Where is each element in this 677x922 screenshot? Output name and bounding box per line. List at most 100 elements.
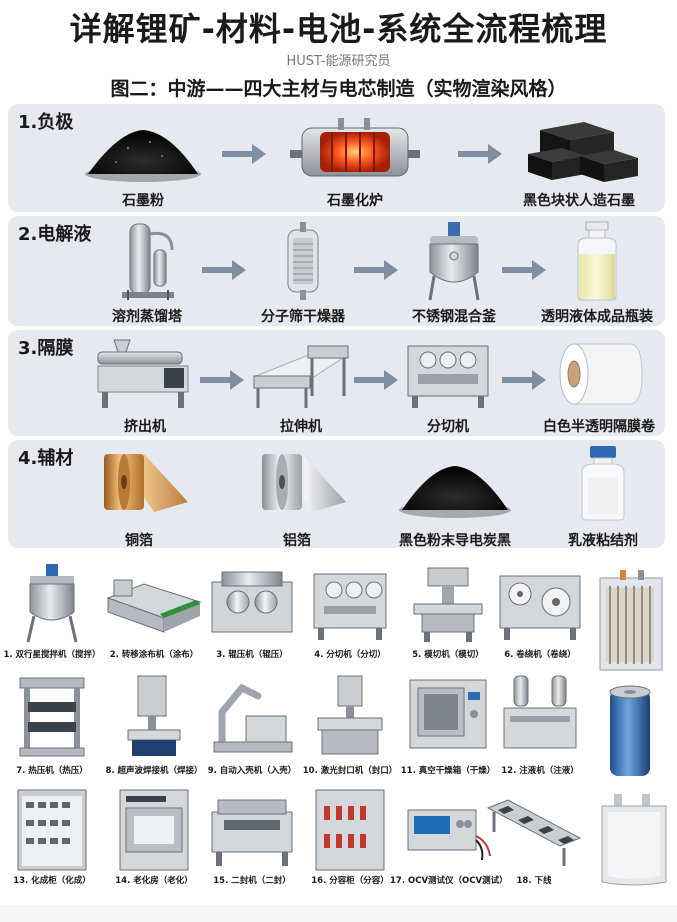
process-label: 11. 真空干燥箱（干燥）	[400, 766, 496, 776]
process-step: 9. 自动入壳机（入壳）	[202, 672, 302, 778]
grading-cabinet-icon	[315, 789, 385, 871]
item-label: 透明液体成品瓶装	[541, 309, 653, 325]
item-aluminum-foil: 铝箔	[242, 448, 352, 549]
carbon-black-icon	[399, 466, 511, 518]
slitter-icon	[313, 573, 387, 640]
arrow-icon	[458, 144, 502, 164]
arrow-icon	[202, 260, 246, 280]
process-step: 3. 辊压机（辊压）	[202, 562, 302, 664]
process-label: 4. 分切机（分切）	[314, 650, 386, 660]
process-label: 17. OCV测试仪（OCV测试）	[390, 876, 508, 886]
bottom-strip	[0, 905, 677, 922]
vacuum-oven-icon	[409, 679, 487, 749]
arrow-icon	[222, 144, 266, 164]
item-label: 拉伸机	[280, 419, 322, 435]
process-label: 12. 注液机（注液）	[501, 766, 579, 776]
slitting-machine-icon	[407, 345, 489, 408]
casing-machine-icon	[213, 683, 293, 753]
graphitization-furnace-icon	[290, 118, 420, 177]
die-cutter-icon	[413, 567, 483, 642]
pouch-cell	[594, 790, 674, 890]
author-subtitle: HUST-能源研究员	[286, 54, 391, 69]
process-label: 2. 转移涂布机（涂布）	[109, 650, 199, 660]
electrolyte-filler-icon	[503, 675, 577, 749]
molecular-sieve-dryer-icon	[287, 222, 319, 300]
process-step: 12. 注液机（注液）	[490, 672, 590, 778]
formation-cabinet-icon	[17, 789, 87, 871]
process-step: 18. 下线	[484, 786, 584, 892]
process-step: 4. 分切机（分切）	[300, 562, 400, 664]
arrow-icon	[200, 370, 244, 390]
process-step: 2. 转移涂布机（涂布）	[104, 562, 204, 664]
item-separator-roll: 白色半透明隔膜卷	[538, 336, 660, 435]
process-label: 1. 双行星搅拌机（搅拌）	[3, 650, 101, 660]
section-anode: 1.负极 石墨粉 石墨化炉	[8, 104, 665, 212]
process-label: 7. 热压机（热压）	[16, 766, 88, 776]
separator-roll-icon	[559, 343, 643, 405]
process-step: 16. 分容柜（分容）	[300, 786, 400, 892]
process-step: 7. 热压机（热压）	[2, 672, 102, 778]
prismatic-cell-icon	[599, 570, 663, 671]
liquid-bottle-icon	[577, 221, 617, 301]
item-graphite-powder: 石墨粉	[78, 114, 208, 210]
section-electrolyte: 2.电解液 溶剂蒸馏塔 分子筛干燥器 不锈钢	[8, 216, 665, 326]
item-copper-foil: 铜箔	[84, 448, 194, 549]
item-label: 挤出机	[124, 419, 166, 435]
artificial-graphite-blocks-icon	[528, 122, 638, 182]
section-title: 4.辅材	[18, 448, 74, 469]
item-label: 黑色块状人造石墨	[523, 193, 635, 209]
process-label: 15. 二封机（二封）	[213, 876, 291, 886]
section-title: 1.负极	[18, 112, 74, 133]
process-label: 9. 自动入壳机（入壳）	[207, 766, 297, 776]
process-step: 6. 卷绕机（卷绕）	[490, 562, 590, 664]
pouch-cell-icon	[601, 794, 667, 886]
item-label: 分切机	[427, 419, 469, 435]
item-binder-bottle: 乳液粘结剂	[548, 444, 658, 549]
item-label: 分子筛干燥器	[261, 309, 345, 325]
item-graphitization-furnace: 石墨化炉	[280, 110, 430, 210]
process-label: 14. 老化房（老化）	[115, 876, 193, 886]
item-label: 白色半透明隔膜卷	[543, 419, 655, 435]
distillation-tower-icon	[122, 223, 174, 300]
item-liquid-bottle: 透明液体成品瓶装	[534, 220, 660, 325]
binder-bottle-icon	[581, 446, 625, 521]
aging-chamber-icon	[119, 789, 189, 871]
item-carbon-black: 黑色粉末导电炭黑	[380, 448, 530, 549]
winder-icon	[499, 575, 581, 640]
process-step: 14. 老化房（老化）	[104, 786, 204, 892]
process-label: 16. 分容柜（分容）	[311, 876, 389, 886]
process-label: 6. 卷绕机（卷绕）	[504, 650, 576, 660]
arrow-icon	[354, 260, 398, 280]
process-label: 10. 激光封口机（封口）	[302, 766, 398, 776]
process-step: 8. 超声波焊接机（焊接）	[104, 672, 204, 778]
process-step: 17. OCV测试仪（OCV测试）	[390, 786, 508, 892]
extruder-icon	[97, 339, 189, 408]
cylindrical-cell	[596, 682, 670, 782]
secondary-sealer-icon	[211, 799, 293, 866]
item-extruder: 挤出机	[90, 336, 200, 435]
item-molecular-sieve: 分子筛干燥器	[248, 220, 358, 325]
section-separator: 3.隔膜 挤出机 拉伸机 分切机	[8, 330, 665, 436]
arrow-icon	[354, 370, 398, 390]
laser-sealer-icon	[317, 675, 383, 755]
section-title: 3.隔膜	[18, 338, 74, 359]
graphite-powder-icon	[85, 130, 201, 182]
copper-foil-icon	[104, 454, 188, 512]
coater-icon	[106, 579, 202, 633]
prismatic-cell	[592, 566, 672, 674]
process-step: 11. 真空干燥箱（干燥）	[398, 672, 498, 778]
hot-press-icon	[19, 677, 85, 757]
item-slitting-machine: 分切机	[398, 336, 498, 435]
item-label: 黑色粉末导电炭黑	[399, 533, 511, 549]
process-step: 15. 二封机（二封）	[202, 786, 302, 892]
roller-press-icon	[211, 571, 293, 633]
process-step: 5. 模切机（模切）	[398, 562, 498, 664]
item-label: 石墨化炉	[327, 193, 383, 209]
aluminum-foil-icon	[262, 454, 346, 512]
process-step: 13. 化成柜（化成）	[2, 786, 102, 892]
item-mixing-kettle: 不锈钢混合釜	[394, 220, 514, 325]
item-label: 铝箔	[283, 533, 311, 549]
section-auxiliary: 4.辅材 铜箔 铝箔 黑色粉末导电炭黑 乳	[8, 440, 665, 549]
cylindrical-cell-icon	[609, 685, 651, 776]
mixer-icon	[26, 564, 78, 643]
